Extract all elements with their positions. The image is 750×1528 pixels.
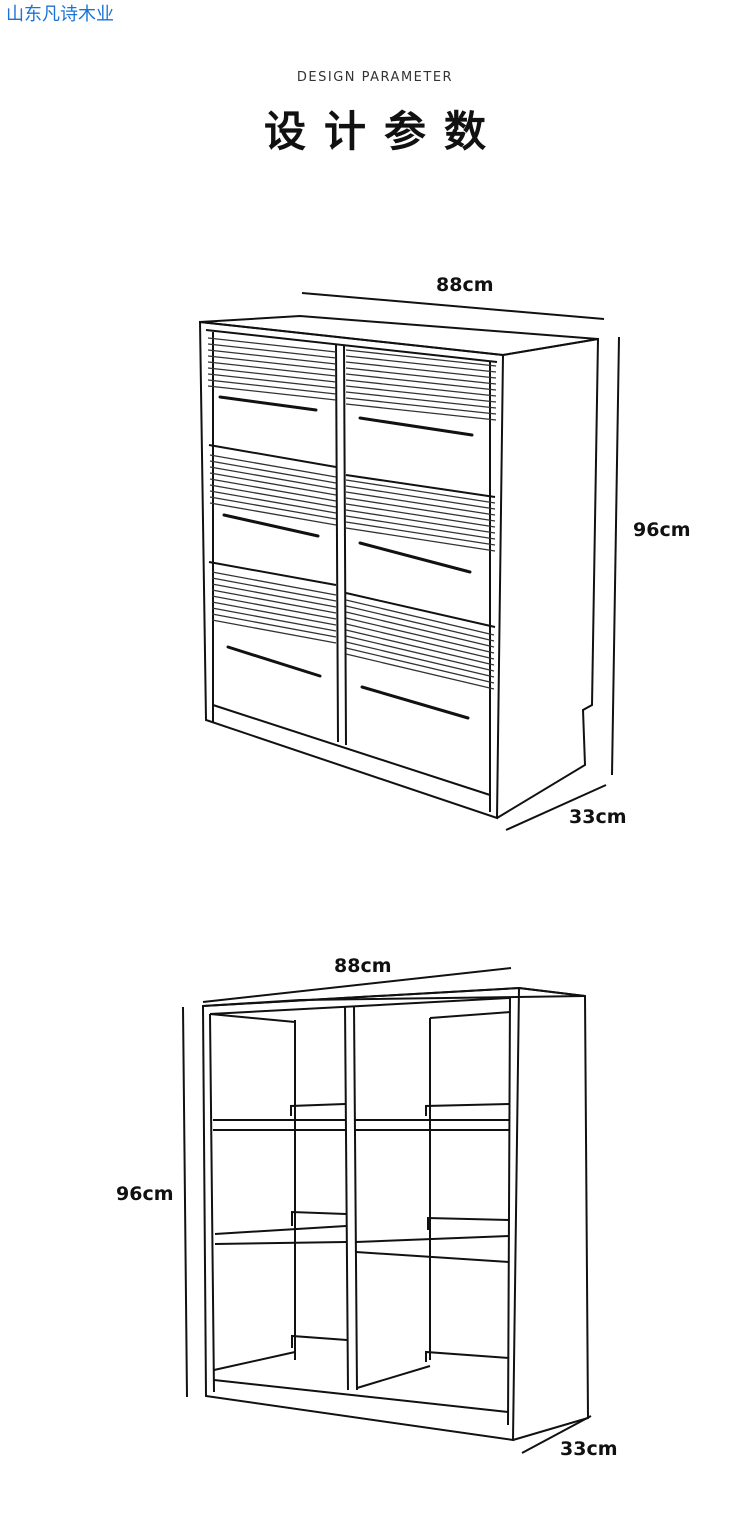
width-dimension-line	[202, 967, 512, 1003]
drawer-handle	[358, 541, 472, 574]
width-dimension-line	[301, 292, 605, 320]
section-title: 设计参数	[263, 107, 504, 156]
center-divider	[344, 1005, 349, 1391]
cabinet-drawers-diagram	[198, 292, 620, 831]
shelf-side	[512, 987, 590, 1441]
drawer-handle	[358, 416, 474, 437]
fig1-height-label: 96cm	[633, 519, 691, 541]
ribbed-panel-left-3	[211, 571, 337, 644]
height-dimension-line	[182, 1006, 188, 1398]
ribbed-panel-left-2	[209, 454, 337, 526]
fig2-width-label: 88cm	[334, 955, 392, 977]
depth-dimension-line	[505, 784, 607, 831]
fig2-height-label: 96cm	[116, 1183, 174, 1205]
open-shelf-diagram	[182, 967, 592, 1454]
center-divider	[335, 343, 339, 743]
ribbed-panel-right-2	[345, 479, 496, 552]
ribbed-panel-right-1	[345, 349, 497, 421]
fig1-width-label: 88cm	[436, 274, 494, 296]
cabinet-side	[496, 337, 600, 819]
drawer-handle	[218, 395, 318, 412]
drawer-handle	[360, 685, 470, 720]
drawer-handle	[226, 645, 322, 678]
drawer-handle	[222, 513, 320, 538]
ribbed-panel-left-1	[207, 337, 337, 401]
depth-dimension-line	[521, 1415, 592, 1454]
watermark-logo: 山东凡诗木业	[6, 4, 114, 25]
fig1-depth-label: 33cm	[569, 806, 627, 828]
height-dimension-line	[611, 336, 620, 776]
ribbed-panel-right-3	[345, 599, 495, 690]
fig2-depth-label: 33cm	[560, 1438, 618, 1460]
shelf-board	[214, 1225, 347, 1235]
shelf-front-outline	[201, 986, 521, 1442]
section-subtitle: DESIGN PARAMETER	[296, 70, 454, 85]
